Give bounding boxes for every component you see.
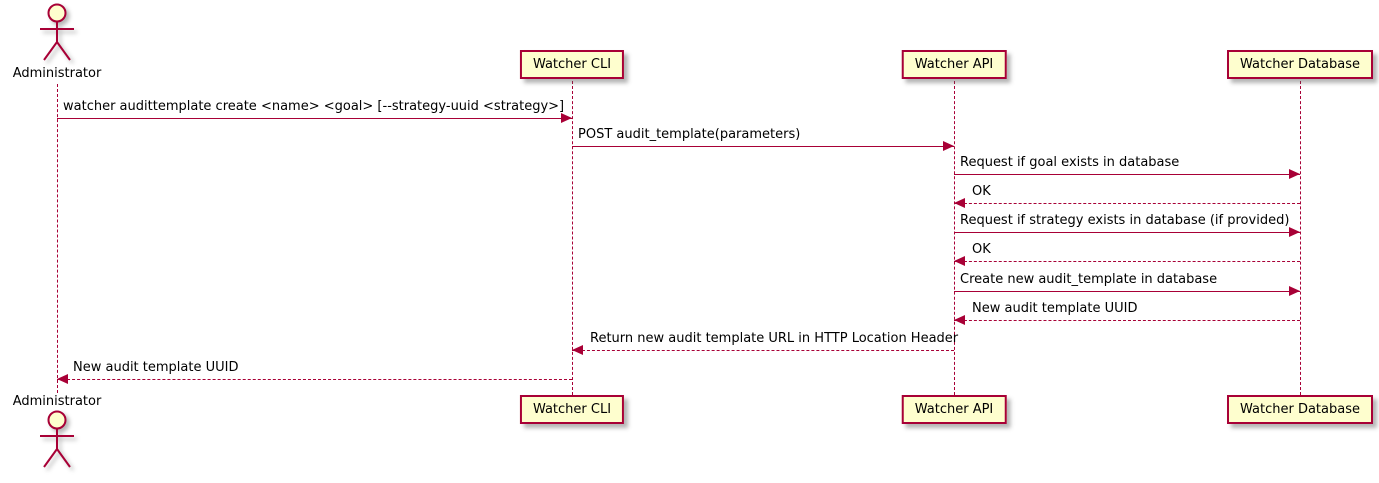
arrowhead-right-icon (1289, 227, 1300, 237)
arrowhead-right-icon (943, 141, 954, 151)
actor-icon (40, 410, 74, 468)
message-label: POST audit_template(parameters) (578, 127, 801, 142)
message-arrow (954, 227, 1300, 237)
participant-box-watcher-cli-bottom: Watcher CLI (519, 395, 625, 424)
arrowhead-left-icon (954, 198, 965, 208)
arrowhead-left-icon (954, 256, 965, 266)
message-label: Create new audit_template in database (960, 272, 1218, 287)
arrowhead-left-icon (572, 345, 583, 355)
message-label: Request if strategy exists in database (… (960, 213, 1290, 228)
message-arrow (954, 315, 1300, 325)
message-arrow (954, 169, 1300, 179)
arrowhead-left-icon (954, 315, 965, 325)
message-arrow (57, 374, 572, 384)
participant-box-watcher-cli-top: Watcher CLI (519, 50, 625, 79)
message-arrow (954, 198, 1300, 208)
arrowhead-right-icon (561, 113, 572, 123)
message-arrow (572, 141, 954, 151)
message-label: Return new audit template URL in HTTP Lo… (590, 331, 959, 346)
arrowhead-right-icon (1289, 286, 1300, 296)
message-label: OK (972, 184, 991, 199)
lifeline-watcher-cli (572, 81, 573, 395)
participant-box-watcher-database-bottom: Watcher Database (1227, 395, 1373, 424)
message-label: New audit template UUID (73, 360, 239, 375)
actor-label-administrator-top: Administrator (12, 66, 102, 81)
actor-icon (40, 3, 74, 61)
lifeline-administrator (57, 84, 58, 393)
participant-box-watcher-database-top: Watcher Database (1227, 50, 1373, 79)
actor-label-administrator-bottom: Administrator (12, 394, 102, 409)
message-arrow (954, 256, 1300, 266)
lifeline-watcher-api (954, 81, 955, 395)
message-arrow (572, 345, 954, 355)
message-arrow (954, 286, 1300, 296)
arrowhead-right-icon (1289, 169, 1300, 179)
message-label: OK (972, 242, 991, 257)
participant-box-watcher-api-top: Watcher API (901, 50, 1007, 79)
lifeline-watcher-database (1300, 81, 1301, 395)
message-label: watcher audittemplate create <name> <goa… (63, 99, 565, 114)
arrowhead-left-icon (57, 374, 68, 384)
participant-box-watcher-api-bottom: Watcher API (901, 395, 1007, 424)
message-label: Request if goal exists in database (960, 155, 1180, 170)
message-label: New audit template UUID (972, 301, 1138, 316)
message-arrow (57, 113, 572, 123)
